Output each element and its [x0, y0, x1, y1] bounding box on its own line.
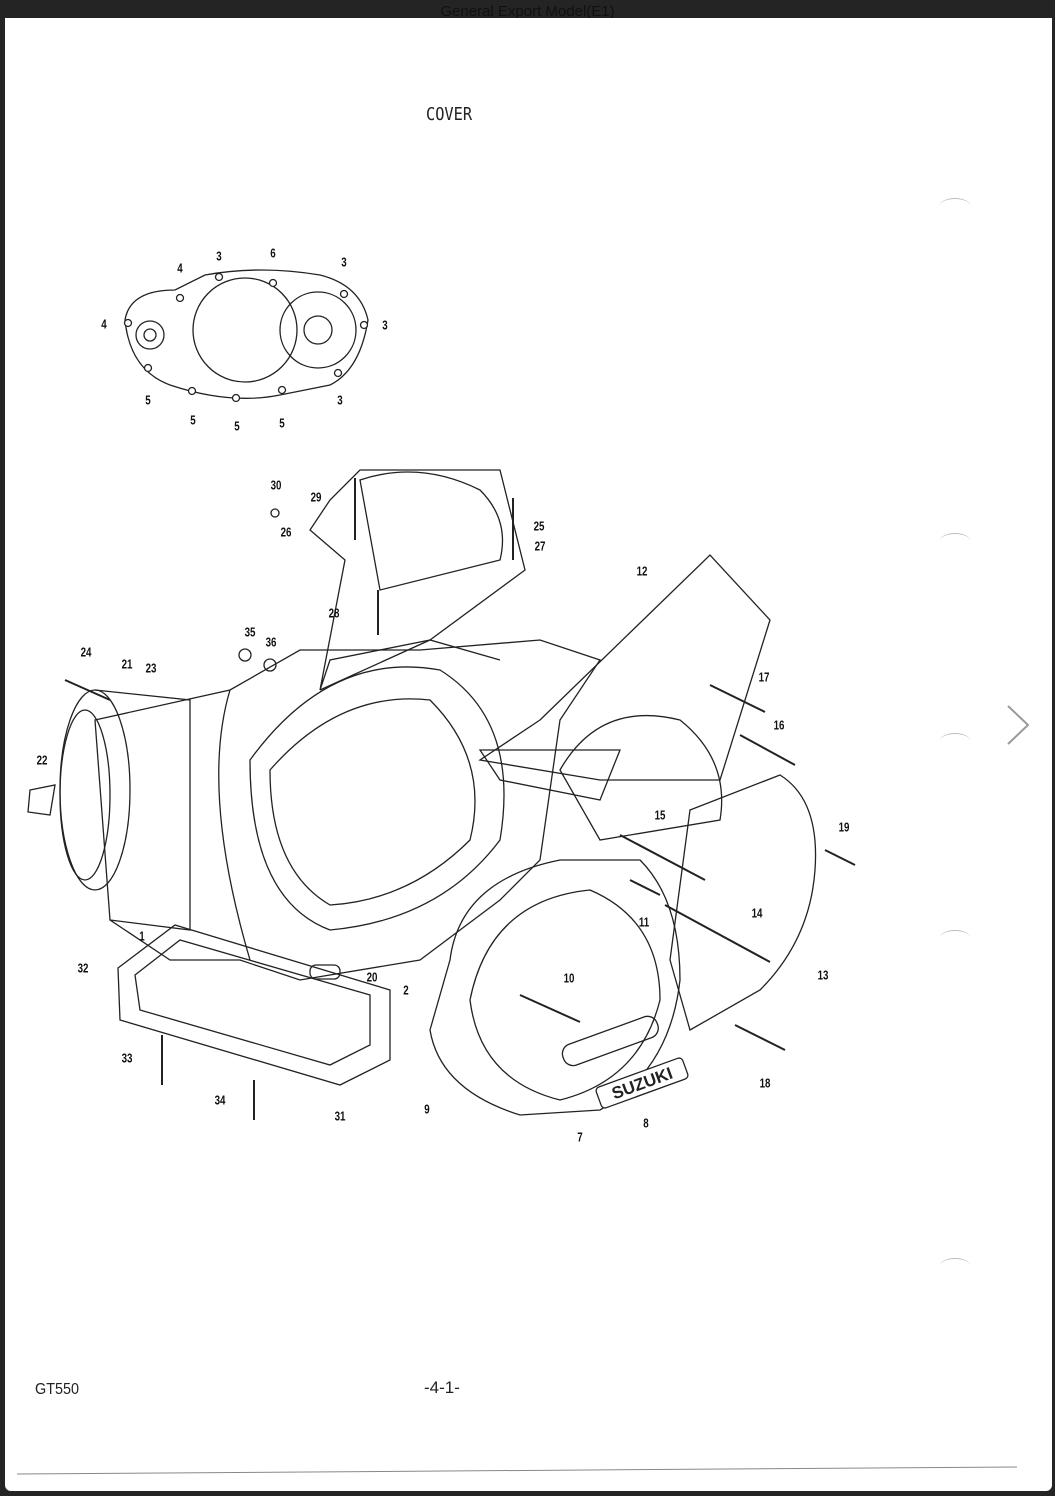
binder-hole-mark: [940, 533, 970, 548]
callout: 27: [534, 538, 546, 554]
callout: 5: [145, 392, 151, 408]
inset-cover-drawing: [123, 269, 369, 403]
callout: 23: [145, 660, 157, 676]
callout: 12: [636, 563, 648, 579]
document-title: General Export Model(E1): [440, 3, 615, 20]
binder-hole-mark: [940, 733, 970, 748]
callout: 9: [424, 1101, 430, 1117]
callout: 8: [643, 1115, 649, 1131]
callout: 17: [758, 669, 770, 685]
chevron-right-icon: [1006, 704, 1031, 746]
callout: 5: [234, 418, 240, 434]
footer-model: GT550: [35, 1381, 80, 1398]
callout: 5: [190, 412, 196, 428]
callout: 10: [563, 970, 575, 986]
footer-page-number: -4-1-: [424, 1378, 460, 1397]
callout: 33: [121, 1050, 133, 1066]
page-heading: COVER: [426, 104, 473, 125]
binder-hole-mark: [940, 1258, 970, 1273]
callout: 3: [341, 254, 347, 270]
callout: 14: [751, 905, 763, 921]
callout: 31: [334, 1108, 346, 1124]
callout: 6: [270, 245, 276, 261]
binder-hole-mark: [940, 930, 970, 945]
callout: 32: [77, 960, 89, 976]
parts-diagram: SUZUKI: [27, 269, 856, 1120]
callout: 3: [337, 392, 343, 408]
callout: 26: [280, 524, 292, 540]
callout: 4: [177, 260, 183, 276]
callout: 29: [310, 489, 322, 505]
callout: 30: [270, 477, 282, 493]
callout: 24: [80, 644, 92, 660]
callout: 5: [279, 415, 285, 431]
suzuki-logo-plate: SUZUKI: [595, 1057, 689, 1109]
callout: 13: [817, 967, 829, 983]
callout: 18: [759, 1075, 771, 1091]
svg-text:SUZUKI: SUZUKI: [609, 1064, 675, 1103]
callout: 3: [382, 317, 388, 333]
callout: 3: [216, 248, 222, 264]
callout: 25: [533, 518, 545, 534]
callout: 36: [265, 634, 277, 650]
callout: 35: [244, 624, 256, 640]
callout: 28: [328, 605, 340, 621]
bottom-rule: [17, 1466, 1017, 1475]
callout: 11: [638, 914, 650, 930]
callout: 22: [36, 752, 48, 768]
viewer-title-bar: General Export Model(E1): [0, 0, 1055, 20]
callout: 4: [101, 316, 107, 332]
document-page: COVER: [5, 18, 1052, 1491]
callout: 20: [366, 969, 378, 985]
callout: 2: [403, 982, 409, 998]
callout: 34: [214, 1092, 226, 1108]
callout: 16: [773, 717, 785, 733]
main-exploded-drawing: [27, 469, 856, 1120]
next-page-button[interactable]: [1000, 700, 1036, 750]
callout: 19: [838, 819, 850, 835]
binder-hole-mark: [940, 198, 970, 213]
callout: 21: [121, 656, 133, 672]
callout: 7: [577, 1129, 583, 1145]
callout: 15: [654, 807, 666, 823]
callout: 1: [139, 928, 145, 944]
